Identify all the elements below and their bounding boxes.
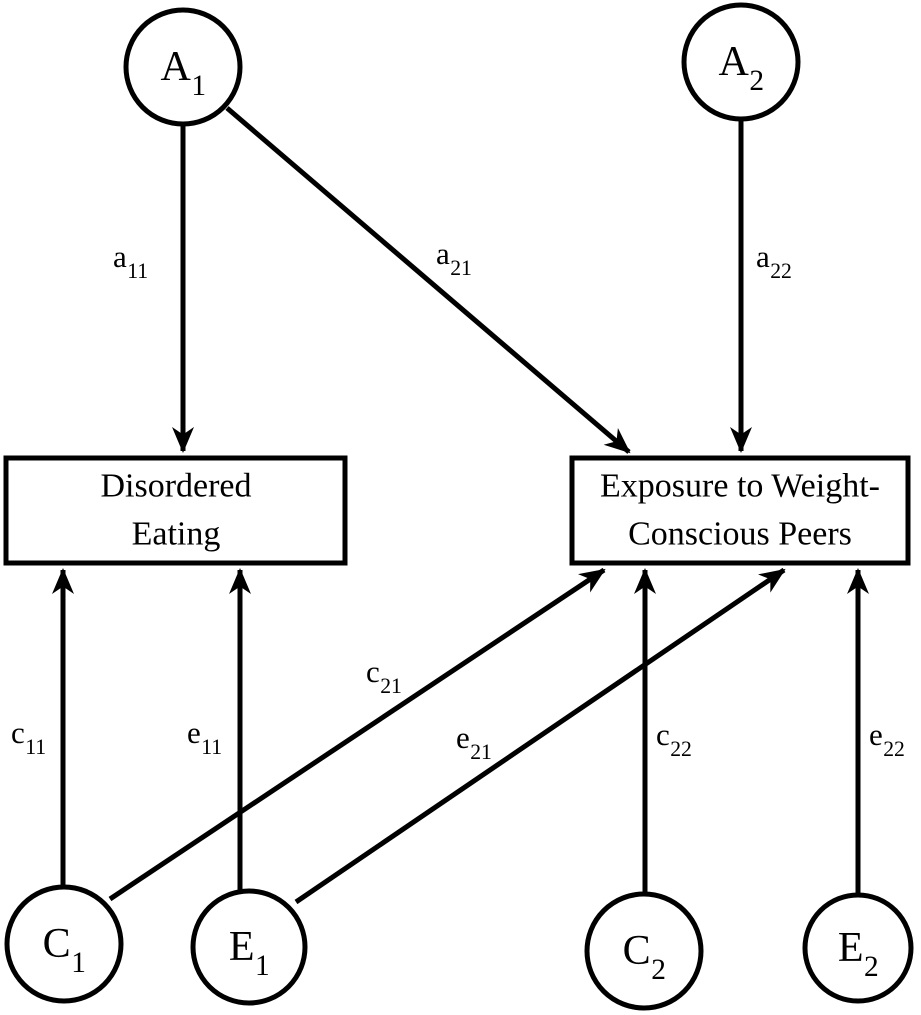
- path-label-c21: c21: [366, 654, 402, 699]
- latent-node-A2: [681, 2, 801, 122]
- latent-node-E1: [190, 888, 308, 1006]
- latent-node-E2: [802, 892, 914, 1004]
- latent-node-C2: [584, 891, 704, 1011]
- latent-node-C1: [4, 884, 124, 1004]
- observed-label-line1: Disordered: [100, 467, 252, 505]
- arrow-e21: [294, 567, 786, 905]
- latent-label-A1: A1: [160, 44, 207, 102]
- arrow-a21: [225, 106, 631, 454]
- path-label-e22: e22: [869, 717, 905, 762]
- observed-label-exposure-peers: Exposure to Weight- Conscious Peers: [600, 463, 880, 560]
- observed-label-line2: Conscious Peers: [628, 516, 852, 553]
- latent-label-E2: E2: [837, 925, 879, 983]
- observed-label-line1: Exposure to Weight-: [600, 467, 880, 505]
- arrow-c21: [108, 567, 606, 902]
- path-label-e11: e11: [187, 715, 223, 760]
- path-label-c11: c11: [11, 715, 47, 760]
- observed-node-exposure-peers: [569, 455, 911, 566]
- path-label-a22: a22: [756, 239, 792, 284]
- latent-label-E1: E1: [228, 924, 270, 982]
- observed-label-line2: Eating: [131, 516, 221, 553]
- path-label-e21: e21: [456, 720, 492, 765]
- path-label-c22: c22: [656, 717, 692, 762]
- latent-node-A1: [123, 7, 243, 127]
- path-label-a11: a11: [113, 239, 149, 284]
- path-label-a21: a21: [436, 236, 472, 281]
- latent-label-A2: A2: [718, 39, 765, 97]
- observed-node-disordered-eating: [3, 455, 348, 566]
- latent-label-C1: C1: [42, 921, 86, 979]
- latent-label-C2: C2: [622, 928, 666, 986]
- observed-label-disordered-eating: Disordered Eating: [100, 463, 251, 560]
